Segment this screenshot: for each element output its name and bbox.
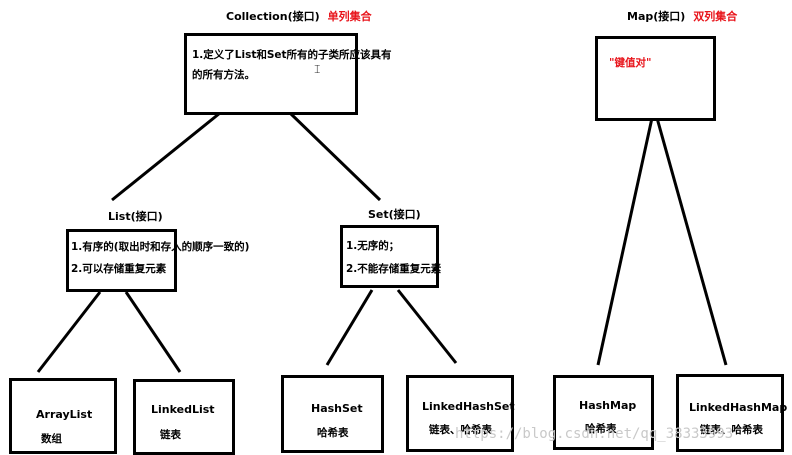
collection-desc-line1: 1.定义了List和Set所有的子类所应该具有 [192,49,392,61]
connector-set-hashset [325,289,374,366]
linkedhashset-name: LinkedHashSet [422,400,515,413]
arraylist-box: ArrayList 数组 [9,378,117,454]
list-desc-line2: 2.可以存储重复元素 [71,263,167,275]
connector-map-hashmap [596,117,654,366]
set-desc-line1: 1.无序的； [346,240,400,252]
collection-title: Collection(接口) 单列集合 [226,10,372,24]
linkedhashset-desc: 链表、哈希表 [429,424,492,436]
text-cursor-icon: 𝙸 [313,62,322,76]
connector-list-arraylist [36,291,102,373]
map-title-text: Map(接口) [627,10,686,23]
map-box: "键值对" [595,36,716,121]
map-title: Map(接口) 双列集合 [627,10,737,24]
list-title-text: List(接口) [108,210,163,223]
arraylist-name: ArrayList [36,408,93,421]
hashset-box: HashSet 哈希表 [281,375,384,453]
set-box: 1.无序的； 2.不能存储重复元素 [340,225,442,288]
collection-desc-line2: 的所有方法。 [192,69,255,81]
set-title: Set(接口) [368,208,421,222]
connector-list-linkedlist [124,291,182,373]
list-desc-line1: 1.有序的(取出时和存入的顺序一致的) [71,241,250,253]
linkedhashset-box: LinkedHashSet 链表、哈希表 [406,375,515,452]
list-title: List(接口) [108,210,163,224]
linkedlist-name: LinkedList [151,403,215,416]
collection-title-text: Collection(接口) [226,10,320,23]
linkedhashmap-box: LinkedHashMap 链表、哈希表 [676,374,788,452]
connector-map-linkedhashmap [655,117,728,366]
arraylist-desc: 数组 [41,433,62,445]
set-title-text: Set(接口) [368,208,421,221]
connector-set-linkedhashset [396,289,458,364]
set-desc-line2: 2.不能存储重复元素 [346,263,442,275]
hashset-desc: 哈希表 [317,427,349,439]
linkedlist-box: LinkedList 链表 [133,379,235,455]
hashmap-desc: 哈希表 [585,423,617,435]
map-desc: "键值对" [609,57,652,69]
map-tag: 双列集合 [693,10,738,23]
list-box: 1.有序的(取出时和存入的顺序一致的) 2.可以存储重复元素 [66,229,249,292]
linkedhashmap-desc: 链表、哈希表 [700,424,763,436]
linkedhashmap-name: LinkedHashMap [689,401,788,414]
connector-collection-set [288,111,382,202]
collection-tag: 单列集合 [327,10,372,23]
hashmap-name: HashMap [579,399,637,412]
collection-box: 1.定义了List和Set所有的子类所应该具有 的所有方法。 𝙸 [184,33,392,115]
hashset-name: HashSet [311,402,363,415]
linkedlist-desc: 链表 [160,429,181,441]
hashmap-box: HashMap 哈希表 [553,375,654,450]
connector-collection-list [111,111,221,202]
